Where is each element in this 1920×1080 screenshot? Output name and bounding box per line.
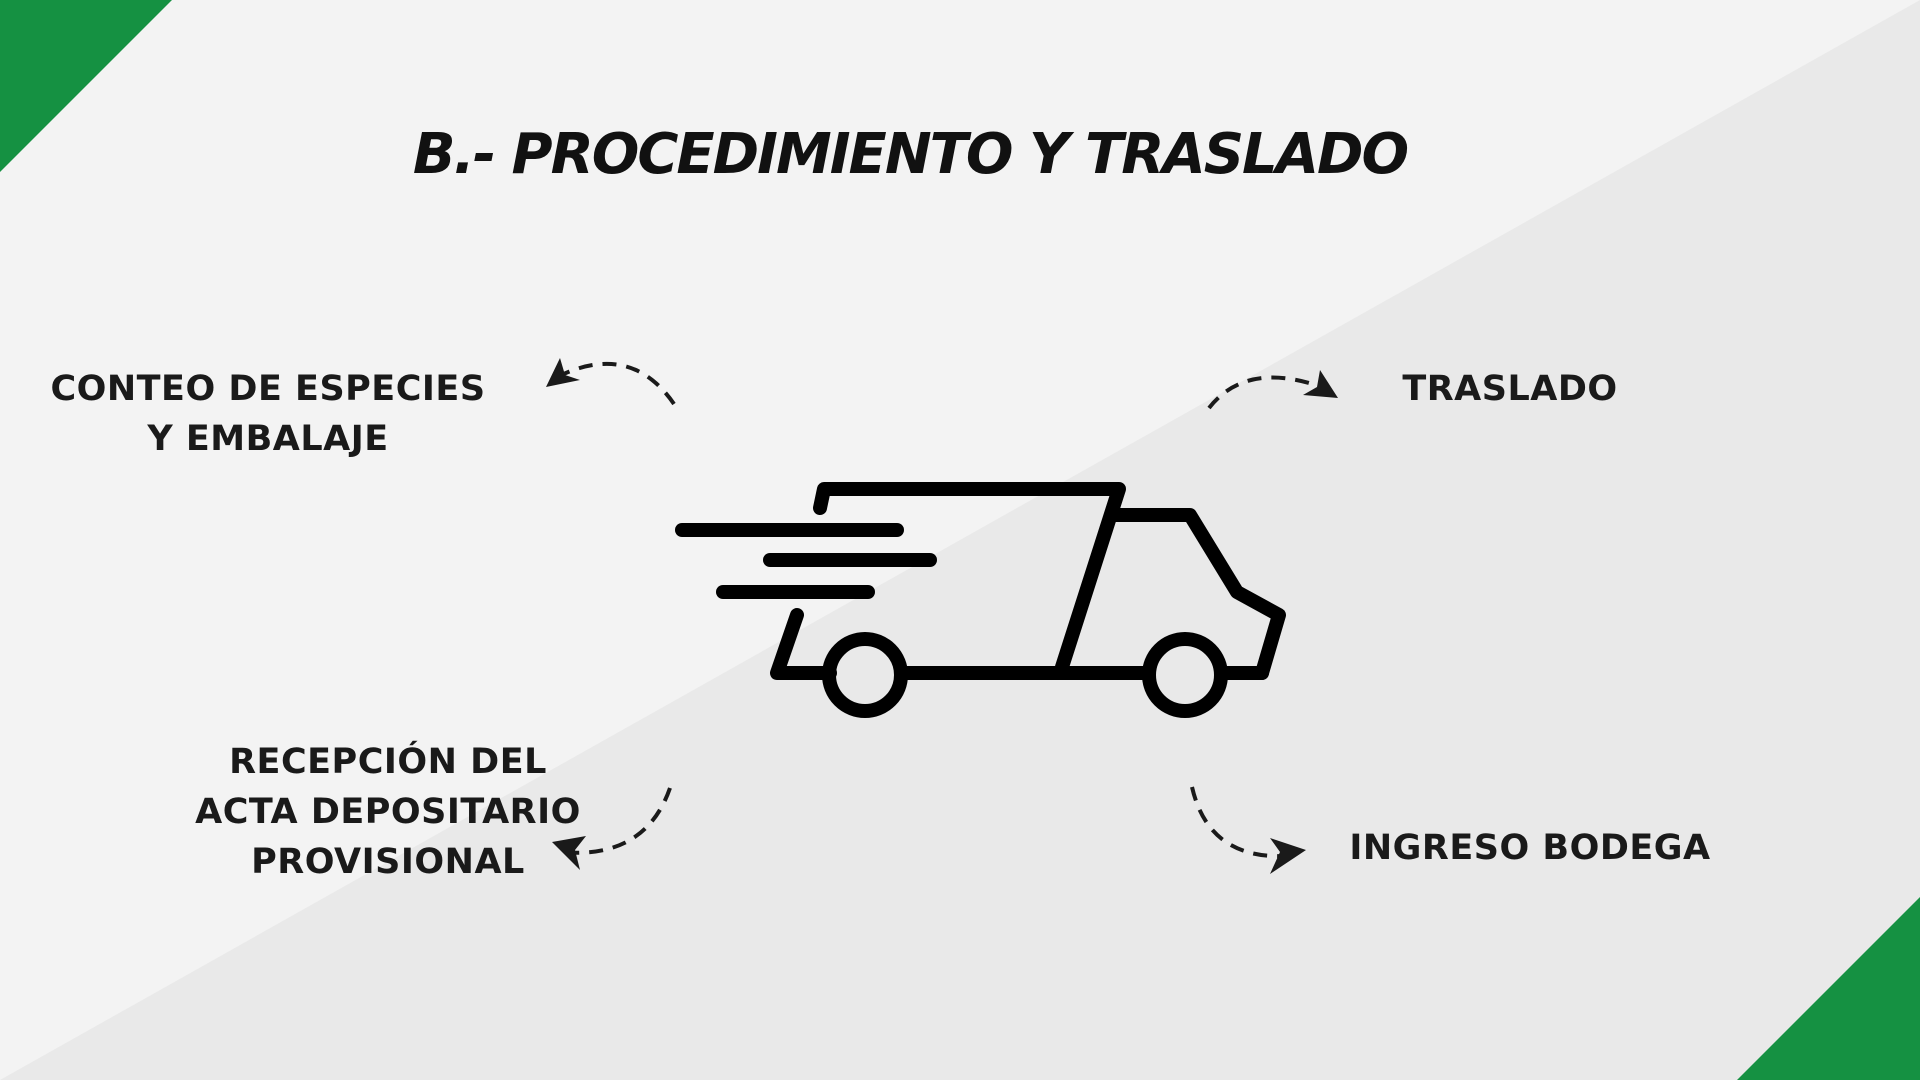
step-recepcion-label: RECEPCIÓN DEL ACTA DEPOSITARIO PROVISION…: [168, 737, 608, 887]
step-traslado-label: TRASLADO: [1360, 364, 1660, 414]
step-traslado-line-1: TRASLADO: [1402, 369, 1618, 409]
step-recepcion-line-2: ACTA DEPOSITARIO: [195, 792, 581, 832]
step-ingreso-line-1: INGRESO BODEGA: [1349, 828, 1711, 868]
step-recepcion-line-1: RECEPCIÓN DEL: [229, 742, 547, 782]
green-corner-bottom-right: [1737, 897, 1920, 1080]
page-title: B.- PROCEDIMIENTO Y TRASLADO: [412, 122, 1409, 187]
step-conteo-line-2: Y EMBALAJE: [147, 419, 389, 459]
step-ingreso-label: INGRESO BODEGA: [1330, 823, 1730, 873]
step-recepcion-line-3: PROVISIONAL: [251, 842, 525, 882]
step-conteo-line-1: CONTEO DE ESPECIES: [50, 369, 486, 409]
step-conteo-label: CONTEO DE ESPECIES Y EMBALAJE: [28, 364, 508, 464]
green-corner-top-left: [0, 0, 172, 172]
